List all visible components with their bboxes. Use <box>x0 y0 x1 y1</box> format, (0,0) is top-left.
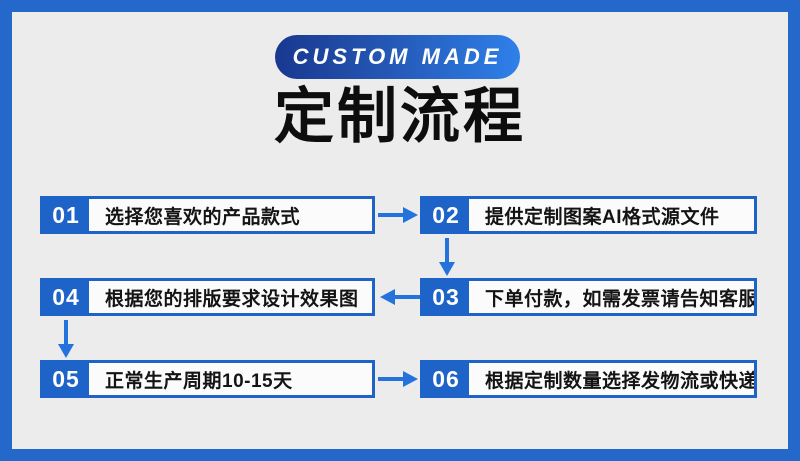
step-03-label: 下单付款，如需发票请告知客服 <box>485 288 754 310</box>
step-03-box: 下单付款，如需发票请告知客服 <box>469 281 754 313</box>
step-06-number: 06 <box>432 365 460 392</box>
step-01-label: 选择您喜欢的产品款式 <box>105 206 301 228</box>
step-06-label: 根据定制数量选择发物流或快递 <box>485 370 754 392</box>
step-03: 03 下单付款，如需发票请告知客服 <box>420 278 757 316</box>
step-04: 04 根据您的排版要求设计效果图 <box>40 278 375 316</box>
step-01-number: 01 <box>52 201 80 228</box>
step-05-box: 正常生产周期10-15天 <box>89 363 372 395</box>
step-04-label: 根据您的排版要求设计效果图 <box>105 288 359 310</box>
step-01-box: 选择您喜欢的产品款式 <box>89 199 372 231</box>
right-arrow-icon <box>378 371 418 387</box>
step-05-label: 正常生产周期10-15天 <box>105 370 293 392</box>
step-05-number: 05 <box>52 365 80 392</box>
page-title: 定制流程 <box>274 84 526 150</box>
step-02: 02 提供定制图案AI格式源文件 <box>420 196 757 234</box>
down-arrow-icon <box>439 238 455 276</box>
step-06: 06 根据定制数量选择发物流或快递 <box>420 360 757 398</box>
step-04-number: 04 <box>52 283 80 310</box>
step-02-number: 02 <box>432 201 460 228</box>
step-04-box: 根据您的排版要求设计效果图 <box>89 281 372 313</box>
step-02-box: 提供定制图案AI格式源文件 <box>469 199 754 231</box>
step-05: 05 正常生产周期10-15天 <box>40 360 375 398</box>
step-01: 01 选择您喜欢的产品款式 <box>40 196 375 234</box>
step-03-number: 03 <box>432 283 460 310</box>
custom-made-badge: CUSTOM MADE <box>275 35 520 79</box>
down-arrow-icon <box>58 320 74 358</box>
step-06-box: 根据定制数量选择发物流或快递 <box>469 363 754 395</box>
left-arrow-icon <box>380 289 420 305</box>
step-02-label: 提供定制图案AI格式源文件 <box>485 206 720 228</box>
custom-made-badge-label: CUSTOM MADE <box>292 44 503 69</box>
right-arrow-icon <box>378 207 418 223</box>
